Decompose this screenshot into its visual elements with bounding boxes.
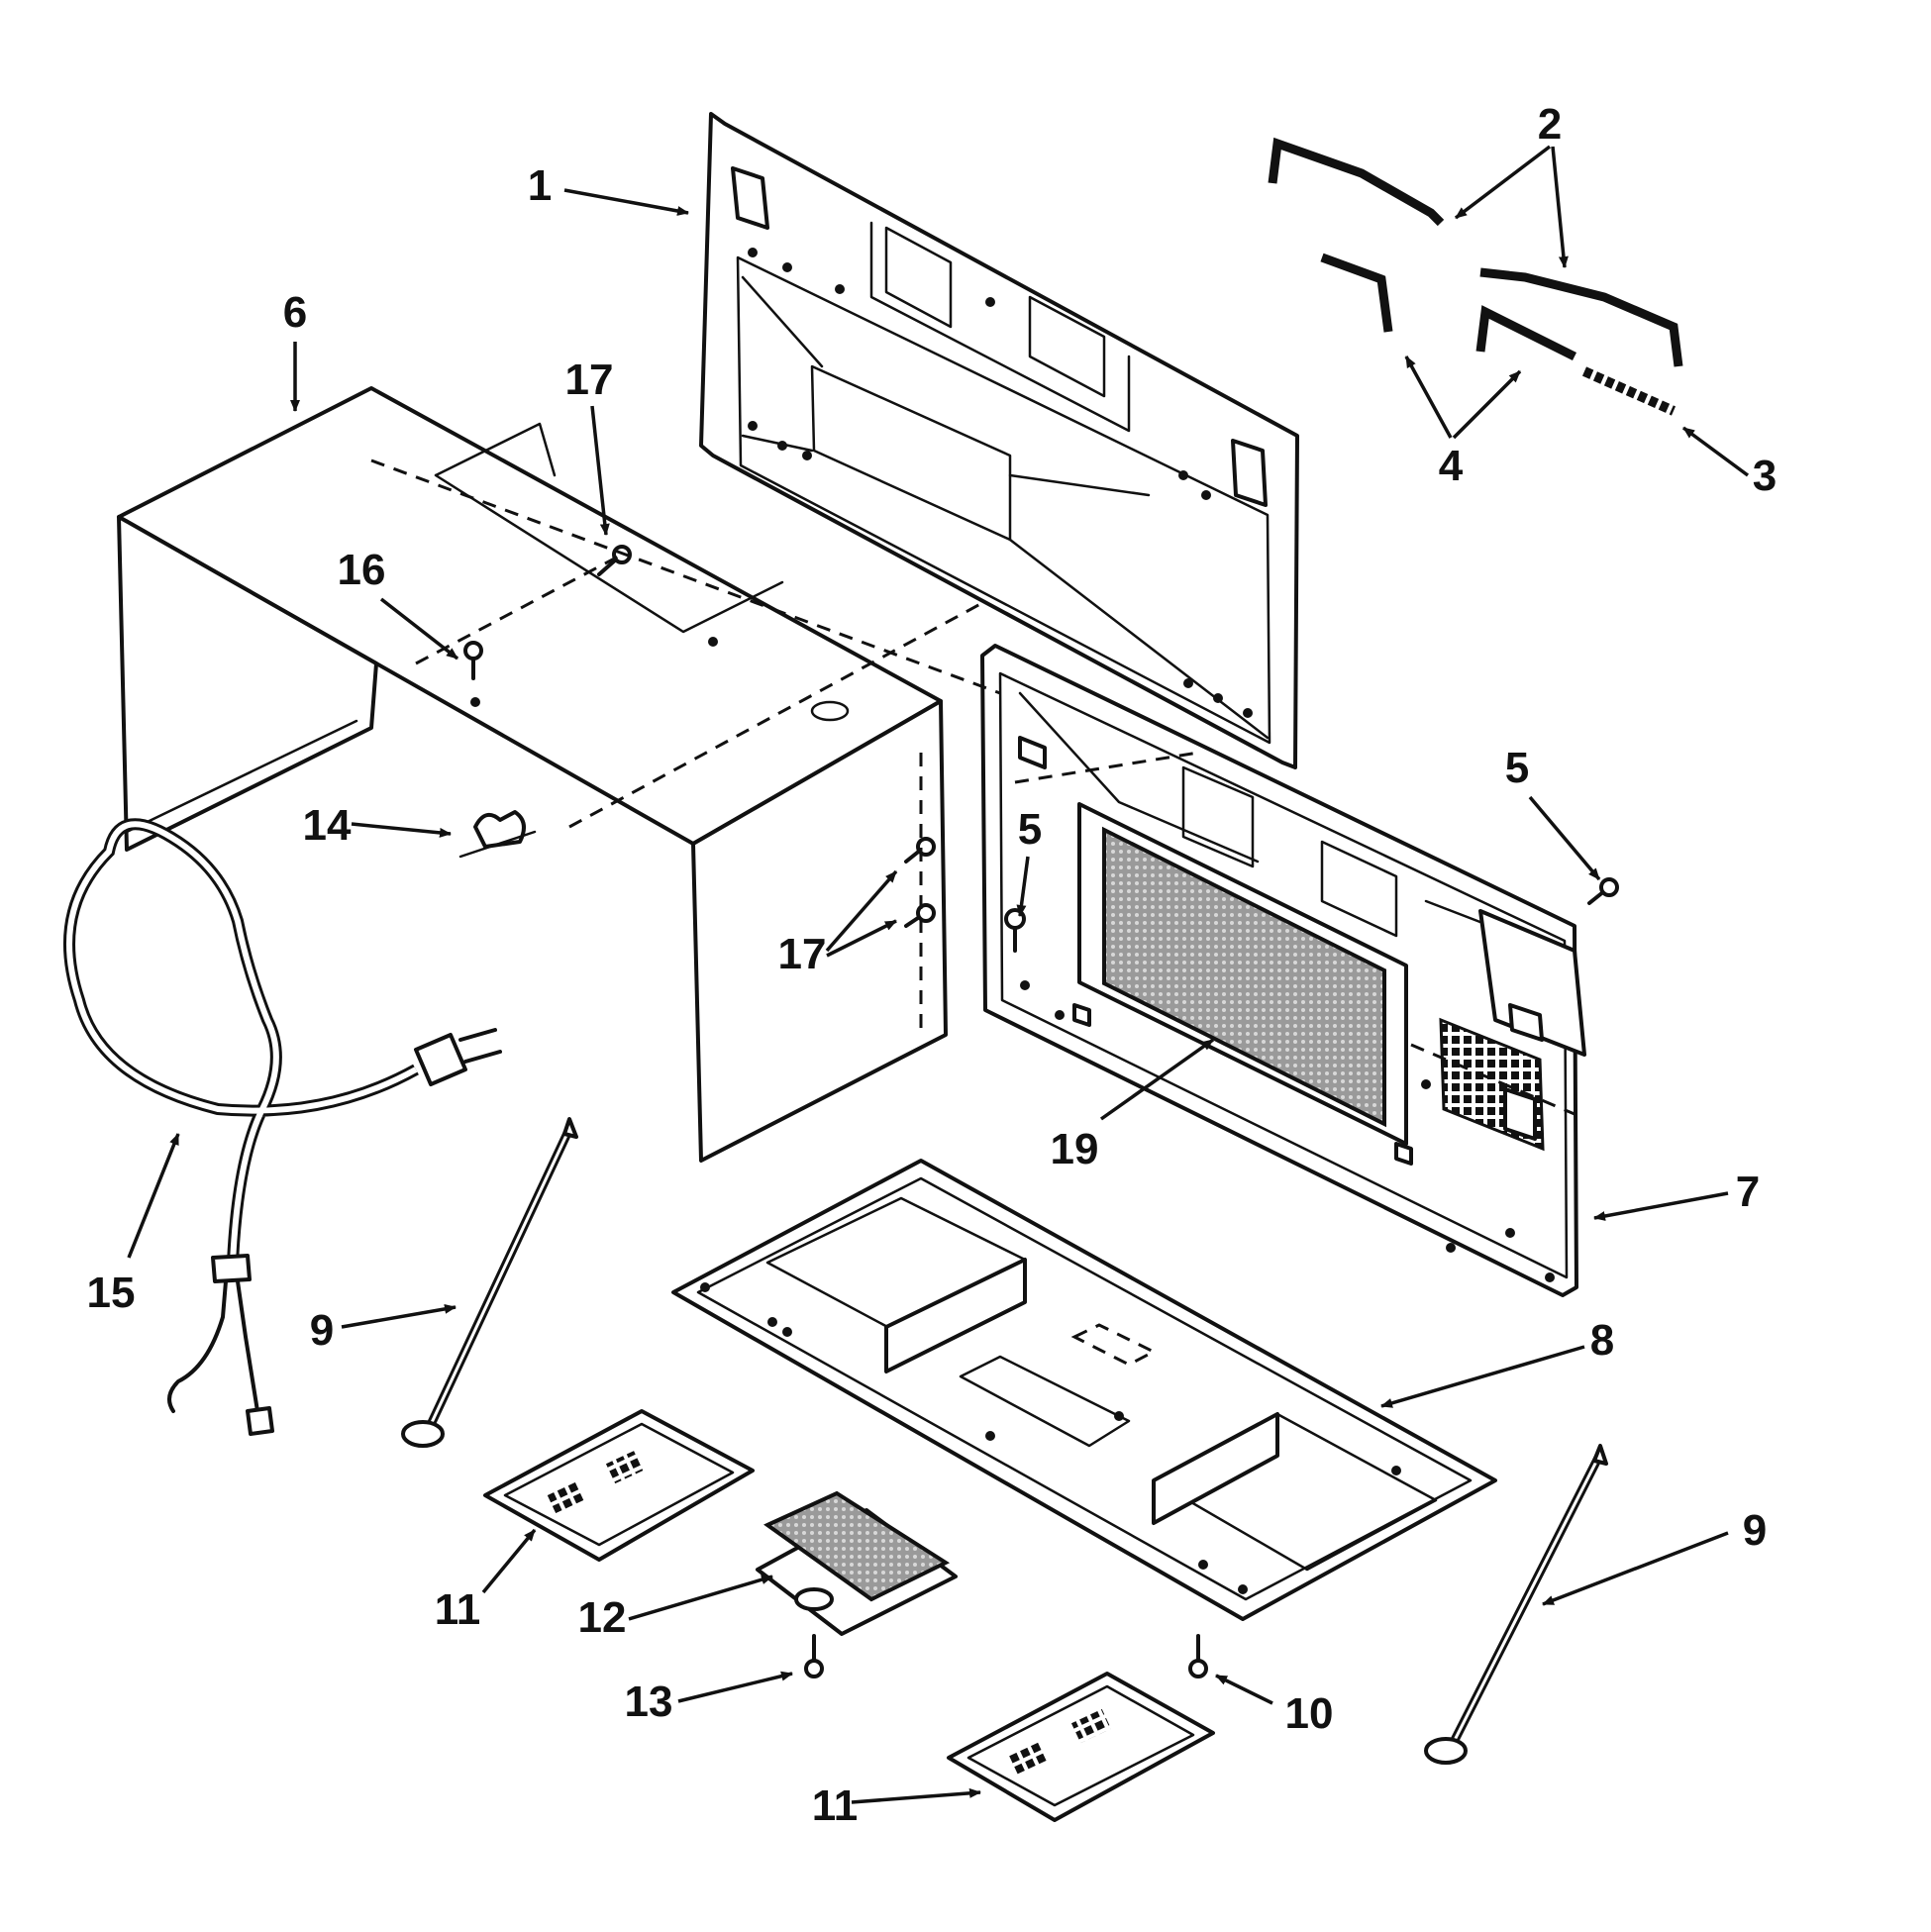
part-2-3-4-trim-strips xyxy=(1268,137,1683,416)
callout-13: 13 xyxy=(625,1678,673,1726)
screw-16 xyxy=(463,641,483,680)
callout-9-left: 9 xyxy=(310,1306,334,1355)
callout-17-top: 17 xyxy=(565,356,614,404)
part-1-top-panel xyxy=(699,112,1299,769)
part-19-window-mesh xyxy=(1077,802,1408,1146)
part-6-outer-cabinet xyxy=(117,386,948,1163)
callout-2: 2 xyxy=(1538,100,1562,149)
callout-6: 6 xyxy=(283,288,307,337)
callout-14: 14 xyxy=(303,801,352,850)
callout-1: 1 xyxy=(528,161,552,210)
callout-5-right: 5 xyxy=(1505,744,1529,792)
callout-16: 16 xyxy=(338,546,386,594)
leader-arrows xyxy=(127,145,1750,1804)
part-14-clip xyxy=(458,810,537,859)
screw-5-right xyxy=(1587,877,1619,905)
part-9-rod-left xyxy=(401,1117,578,1448)
callout-12: 12 xyxy=(578,1593,627,1642)
callout-labels: 1 2 3 4 5 5 6 7 8 9 9 10 11 11 12 13 14 … xyxy=(87,100,1778,1830)
callout-19: 19 xyxy=(1051,1125,1099,1173)
part-11-filter-lower xyxy=(947,1672,1215,1822)
callout-17-side: 17 xyxy=(778,930,827,978)
callout-7: 7 xyxy=(1736,1168,1760,1216)
part-12-light-cover xyxy=(756,1490,958,1636)
assembly-guide-lines xyxy=(370,458,1575,1116)
screw-10 xyxy=(1188,1634,1208,1678)
callout-9-right: 9 xyxy=(1743,1506,1767,1555)
callout-11-upper: 11 xyxy=(435,1585,481,1634)
part-15-power-cord xyxy=(63,818,502,1436)
callout-4: 4 xyxy=(1439,442,1464,490)
callout-8: 8 xyxy=(1590,1316,1614,1365)
part-9-rod-right xyxy=(1424,1444,1608,1765)
screw-13 xyxy=(804,1634,824,1678)
part-11-filter-upper xyxy=(483,1409,755,1562)
callout-15: 15 xyxy=(87,1269,136,1317)
callout-5-left: 5 xyxy=(1018,805,1042,854)
part-8-base-pan xyxy=(671,1159,1497,1621)
callout-10: 10 xyxy=(1285,1689,1334,1738)
callout-11-lower: 11 xyxy=(812,1781,859,1830)
callout-3: 3 xyxy=(1753,452,1777,500)
